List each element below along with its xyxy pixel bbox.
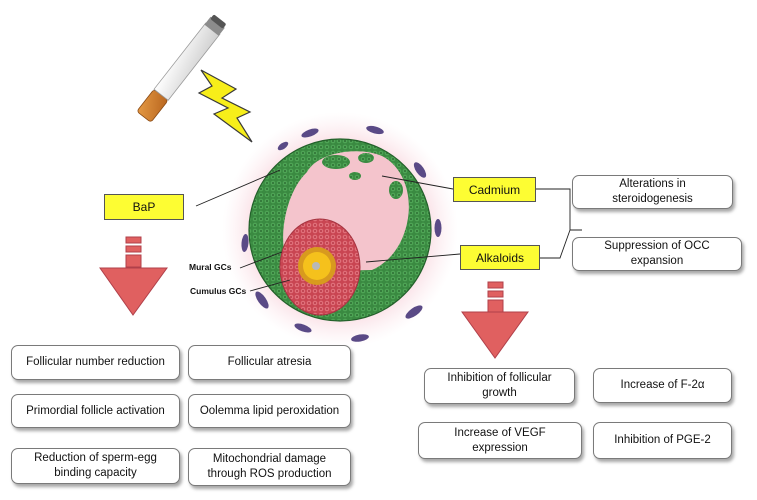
bap-down-arrow <box>99 236 168 316</box>
cumulus-pointer-line <box>249 279 291 292</box>
cigarette-icon <box>137 15 226 122</box>
effect-primordial-follicle-activation: Primordial follicle activation <box>11 394 180 428</box>
cadmium-pointer-line <box>381 175 454 190</box>
effect-alterations-in-steroidogenesis: Alterations in steroidogenesis <box>572 175 733 209</box>
lightning-bolt-icon <box>197 69 253 143</box>
cumulus-gcs-label: Cumulus GCs <box>190 286 247 296</box>
effect-increase-of-f2a: Increase of F-2α <box>593 368 732 403</box>
mural-pointer-line <box>239 251 283 269</box>
cadmium-label: Cadmium <box>453 177 536 202</box>
alkaloids-down-arrow <box>461 281 529 359</box>
alkaloids-pointer-line <box>365 253 461 263</box>
effect-inhibition-of-pge2: Inhibition of PGE-2 <box>593 422 732 459</box>
effect-suppression-of-occ-expansion: Suppression of OCC expansion <box>572 237 742 271</box>
mural-gcs-label: Mural GCs <box>189 262 232 272</box>
effect-inhibition-of-follicular-growth: Inhibition of follicular growth <box>424 368 575 404</box>
follicle-illustration <box>222 112 458 348</box>
bap-pointer-line <box>195 169 281 207</box>
effect-reduction-of-sperm-egg-binding: Reduction of sperm-egg binding capacity <box>11 448 180 484</box>
alkaloids-label: Alkaloids <box>460 245 540 270</box>
effect-follicular-atresia: Follicular atresia <box>188 345 351 380</box>
bracket-connector <box>536 188 582 259</box>
effect-increase-of-vegf-expression: Increase of VEGF expression <box>418 422 582 459</box>
effect-mitochondrial-damage-ros: Mitochondrial damage through ROS product… <box>188 448 351 486</box>
effect-oolemma-lipid-peroxidation: Oolemma lipid peroxidation <box>188 394 351 428</box>
bap-label: BaP <box>104 194 184 220</box>
effect-follicular-number-reduction: Follicular number reduction <box>11 345 180 380</box>
